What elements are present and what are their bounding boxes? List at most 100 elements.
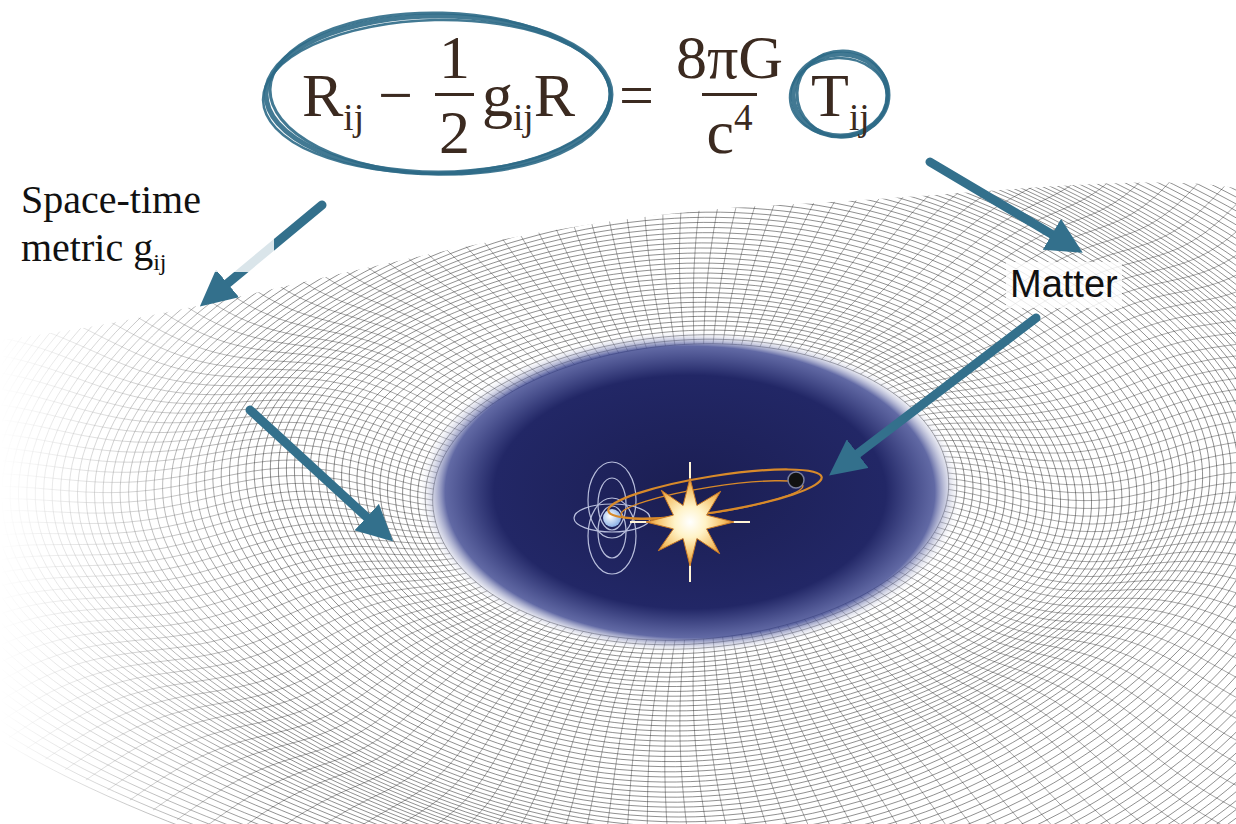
mesh-line — [318, 273, 1068, 711]
mesh-line — [0, 329, 453, 442]
mesh-line — [931, 316, 1236, 430]
mesh-line — [946, 398, 1236, 477]
numerator-text: 8πG — [676, 23, 783, 91]
metric-label: Space-time metricgij — [18, 176, 274, 272]
mesh-line — [947, 500, 1236, 531]
mesh-line — [254, 233, 1129, 752]
mesh-line — [732, 636, 844, 824]
tensor-circle: Tij — [789, 50, 892, 140]
mesh-line — [893, 576, 1236, 780]
neutron-star — [603, 509, 621, 527]
mesh-line — [860, 174, 1206, 374]
gravity-well — [418, 330, 962, 654]
metric-symbol: g — [133, 225, 153, 270]
mesh-line — [227, 619, 542, 824]
mesh-line — [153, 610, 520, 810]
mesh-line — [704, 639, 754, 824]
mesh-line — [112, 148, 1236, 824]
matter-label-text: Matter — [1010, 263, 1118, 305]
light-speed-symbol: c — [706, 98, 734, 166]
mesh-line — [663, 640, 675, 824]
mesh-line — [813, 617, 1093, 824]
mesh-line — [934, 532, 1236, 618]
mesh-line — [0, 366, 447, 452]
mesh-line — [27, 587, 482, 749]
mesh-line — [881, 204, 1236, 385]
mesh-line — [0, 292, 462, 431]
mesh-line — [949, 477, 1236, 517]
mesh-line — [0, 26, 1236, 824]
mesh-line — [805, 619, 1067, 824]
mesh-line — [342, 288, 1045, 696]
mesh-line — [15, 256, 471, 422]
mesh-line — [278, 248, 1106, 736]
mesh-line — [202, 616, 535, 824]
mesh-line — [948, 494, 1236, 524]
mesh-line — [356, 54, 575, 365]
mesh-line — [899, 572, 1236, 763]
mesh-line — [787, 625, 1014, 824]
mesh-line — [410, 40, 592, 359]
fraction: 12 — [435, 26, 474, 163]
mesh-line — [949, 444, 1236, 500]
mesh-line — [742, 56, 863, 345]
tensor-row: Tij — [811, 64, 870, 126]
mesh-line — [0, 531, 441, 629]
field-line — [588, 462, 636, 538]
mesh-line — [942, 369, 1236, 461]
metric-label-text: Space-time metric — [21, 177, 201, 270]
mesh-line — [0, 523, 439, 615]
mesh-line — [0, 65, 1236, 824]
superscript: 4 — [734, 97, 753, 138]
mesh-line — [571, 640, 647, 824]
metric-symbol: g — [482, 61, 513, 129]
mesh-line — [372, 307, 1013, 677]
fraction: 8πG c4 — [672, 26, 787, 163]
mesh-line — [924, 292, 1236, 421]
mesh-line — [357, 298, 1029, 687]
mesh-line — [2, 87, 1236, 824]
mesh-line — [392, 633, 592, 824]
numerator: 1 — [435, 26, 474, 93]
mesh-line — [329, 62, 566, 368]
mesh-line — [845, 155, 1163, 368]
star-burst — [630, 462, 750, 582]
mesh-line — [0, 564, 458, 693]
mesh-line — [0, 515, 437, 600]
leader-arrow — [930, 162, 1058, 238]
mesh-line — [334, 283, 1053, 701]
subscript: ij — [513, 97, 534, 138]
mesh-line — [0, 34, 1236, 824]
mesh-line — [0, 45, 1236, 824]
mesh-line — [0, 559, 454, 681]
mesh-line — [196, 197, 1181, 787]
mesh-line — [0, 573, 466, 715]
mesh-line — [946, 506, 1236, 539]
mesh-line — [294, 258, 1091, 726]
mesh-line — [680, 640, 696, 824]
matter-label: Matter — [1006, 262, 1122, 308]
mesh-line — [0, 49, 1236, 824]
mesh-line — [205, 202, 1174, 782]
subscript: ij — [153, 249, 166, 275]
black-hole — [788, 472, 804, 488]
mesh-line — [326, 278, 1061, 706]
mesh-line — [0, 37, 1236, 824]
mesh-line — [741, 634, 873, 824]
mesh-line — [769, 76, 944, 347]
mesh-line — [177, 613, 527, 819]
mesh-line — [481, 637, 619, 824]
oval-stroke — [268, 9, 613, 179]
mesh-line — [904, 567, 1236, 746]
mesh-line — [0, 61, 1236, 824]
mesh-line — [251, 92, 542, 377]
mesh-line — [893, 225, 1236, 393]
mesh-line — [130, 606, 513, 800]
mesh-line — [874, 589, 1236, 824]
mesh-line — [403, 326, 981, 659]
mesh-line — [511, 638, 629, 824]
mesh-line — [395, 321, 989, 663]
mesh-line — [0, 69, 1236, 824]
mesh-line — [693, 640, 724, 824]
